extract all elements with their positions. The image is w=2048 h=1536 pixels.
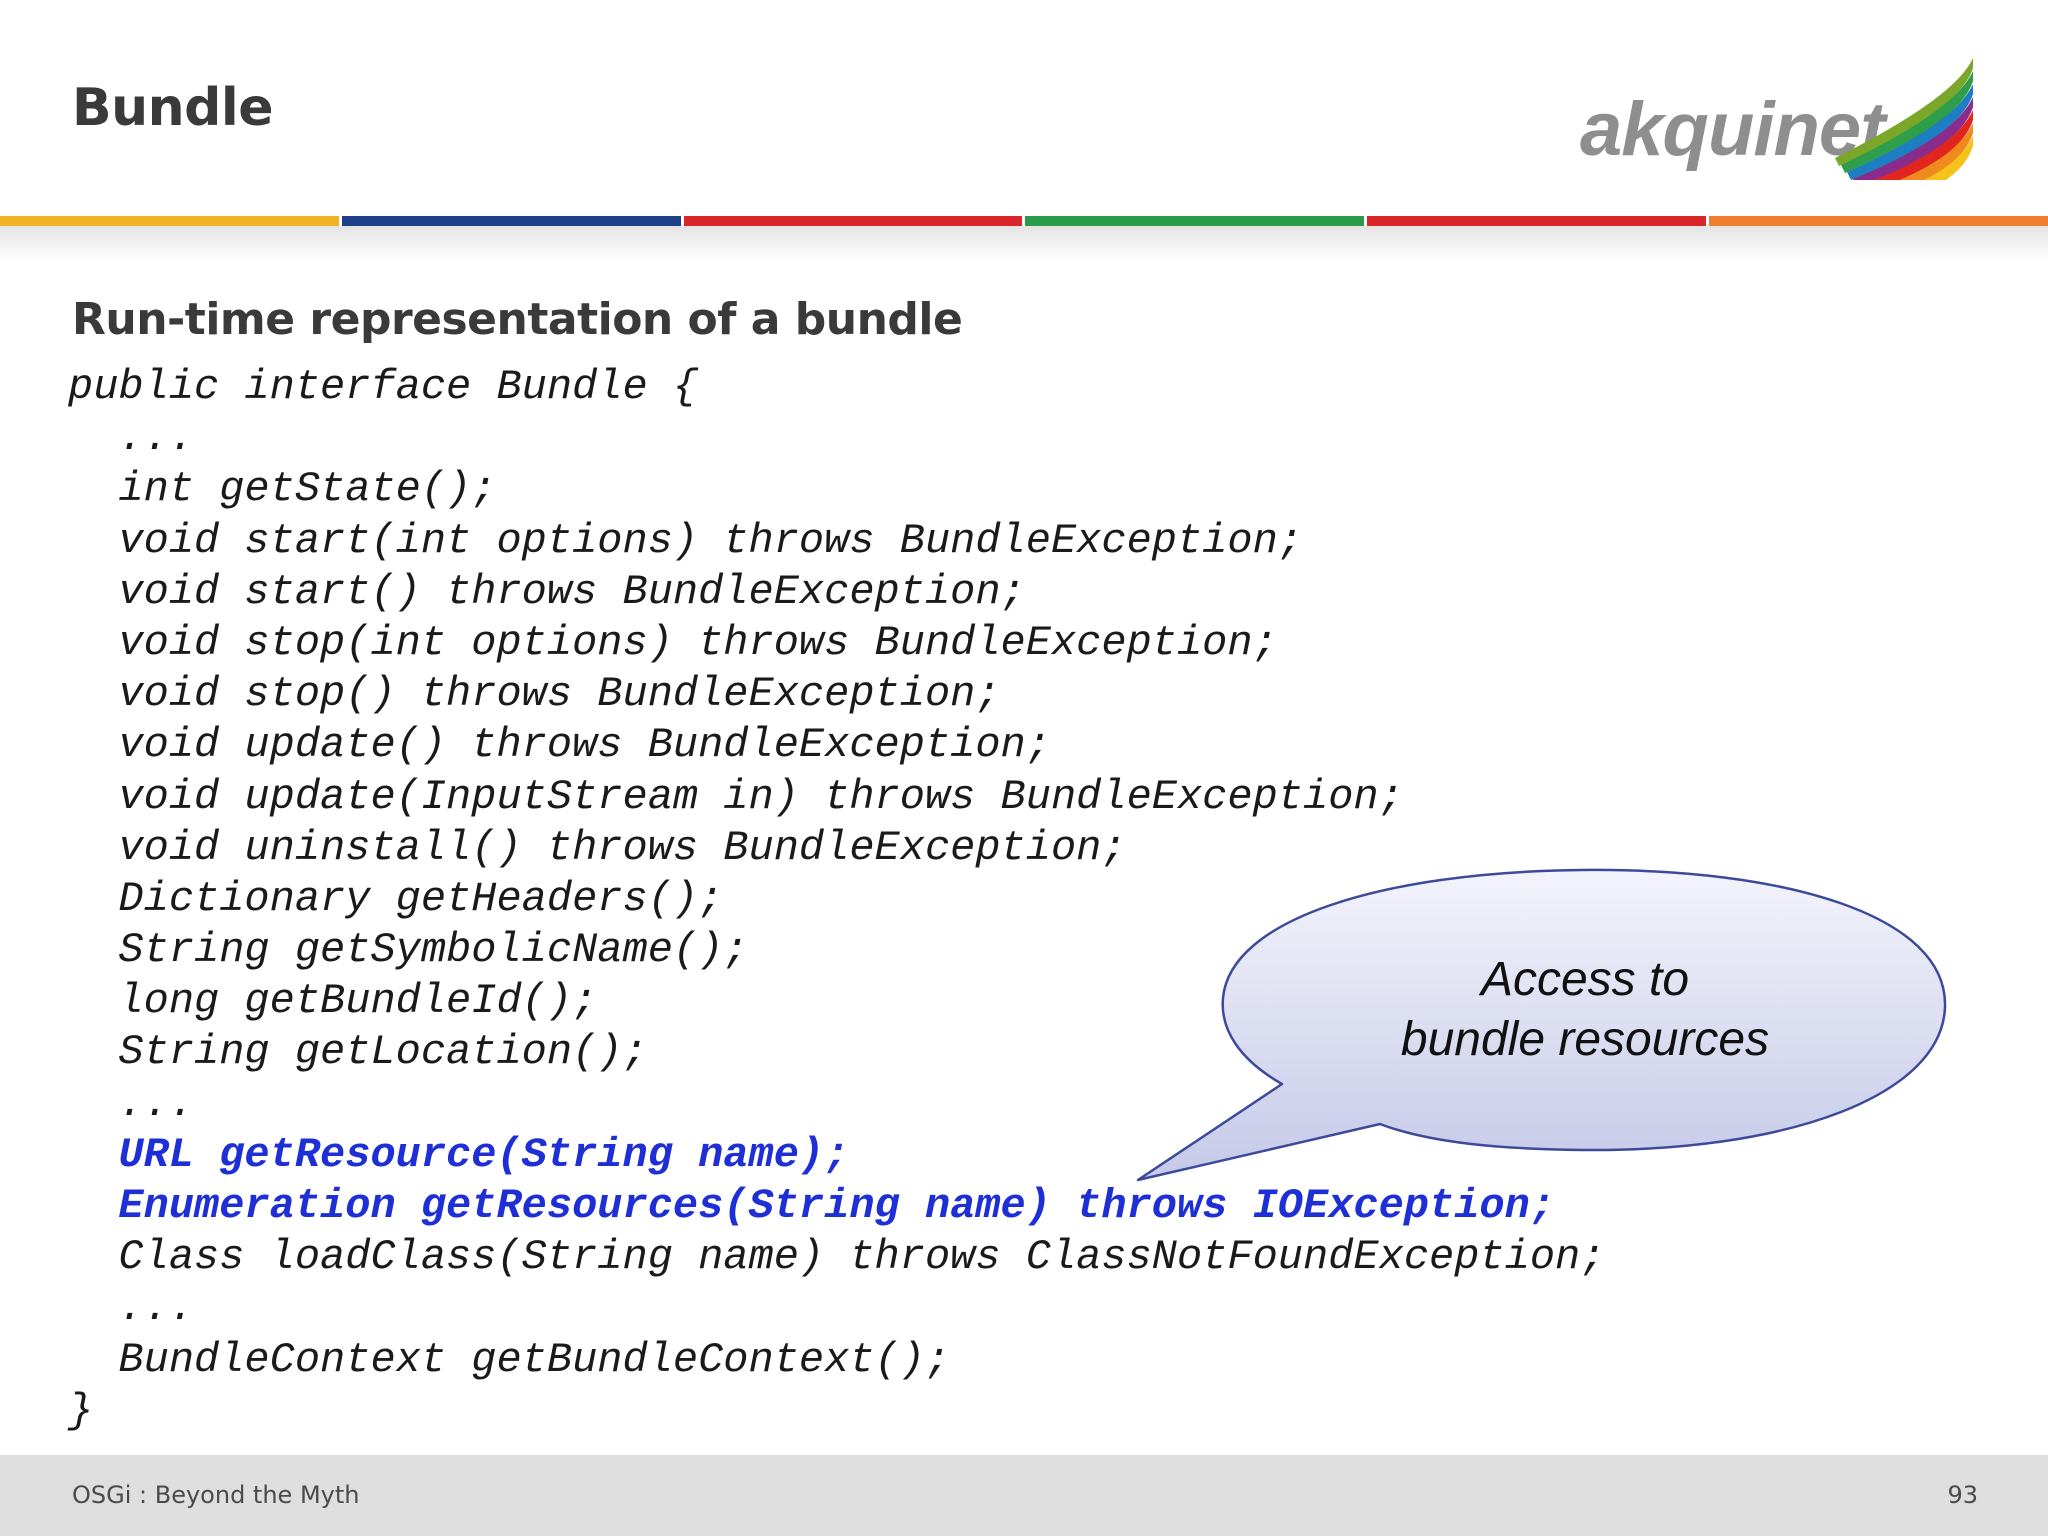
company-logo: akquinet <box>1575 40 1985 180</box>
swoosh-band <box>1853 97 1973 180</box>
callout-line: Access to <box>1480 953 1690 1006</box>
color-stripe-bar <box>0 216 2048 226</box>
stripe-segment <box>1025 216 1365 226</box>
code-line: BundleContext getBundleContext(); <box>68 1335 951 1384</box>
callout-bubble <box>1136 868 1947 1182</box>
swoosh-band <box>1924 136 1973 180</box>
code-line: ... <box>68 1284 195 1333</box>
swoosh-band <box>1847 84 1973 180</box>
callout-line: bundle resources <box>1400 1013 1770 1066</box>
logo-wordmark: akquinet <box>1580 87 1885 172</box>
callout-text: Access to bundle resources <box>1245 950 1925 1070</box>
code-line: void update() throws BundleException; <box>68 721 1051 770</box>
code-line: int getState(); <box>68 465 497 514</box>
code-line-highlighted: URL getResource(String name); <box>68 1130 850 1179</box>
stripe-segment <box>1709 216 2048 226</box>
slide-title: Bundle <box>72 78 274 138</box>
code-line: public interface Bundle { <box>68 363 699 411</box>
code-line: ... <box>68 1079 195 1128</box>
slide-subtitle: Run-time representation of a bundle <box>72 294 963 345</box>
code-line: } <box>68 1386 94 1435</box>
code-line: String getSymbolicName(); <box>68 926 749 975</box>
code-line: void start() throws BundleException; <box>68 567 1026 616</box>
code-line: Class loadClass(String name) throws Clas… <box>68 1233 1606 1282</box>
stripe-segment <box>683 216 1023 226</box>
page-number: 93 <box>1947 1481 1978 1509</box>
code-line: long getBundleId(); <box>68 977 598 1026</box>
rainbow-swoosh-icon <box>1835 58 1973 180</box>
code-line: String getLocation(); <box>68 1028 648 1077</box>
swoosh-band <box>1899 123 1973 180</box>
code-line: void stop(int options) throws BundleExce… <box>68 618 1278 667</box>
code-line: void stop() throws BundleException; <box>68 670 1001 719</box>
swoosh-band <box>1874 110 1973 180</box>
code-line: void uninstall() throws BundleException; <box>68 823 1127 872</box>
code-line: void start(int options) throws BundleExc… <box>68 516 1304 565</box>
code-line: ... <box>68 414 195 463</box>
stripe-segment <box>0 216 339 226</box>
code-line: Dictionary getHeaders(); <box>68 874 724 923</box>
slide-footer: OSGi : Beyond the Myth 93 <box>0 1455 2048 1536</box>
stripe-shadow <box>0 226 2048 262</box>
stripe-segment <box>1367 216 1707 226</box>
swoosh-band <box>1835 58 1973 166</box>
swoosh-band <box>1841 71 1973 173</box>
code-listing: public interface Bundle { ... int getSta… <box>68 362 1605 1437</box>
footer-title: OSGi : Beyond the Myth <box>72 1481 360 1509</box>
code-line-highlighted: Enumeration getResources(String name) th… <box>68 1182 1556 1230</box>
stripe-segment <box>341 216 681 226</box>
code-line: void update(InputStream in) throws Bundl… <box>68 772 1404 821</box>
